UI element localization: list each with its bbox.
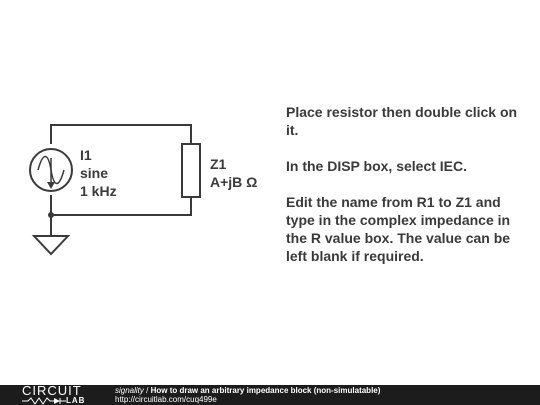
junction-dot: [48, 212, 54, 218]
instruction-paragraph: Place resistor then double click on it.: [286, 104, 518, 138]
circuit-title: How to draw an arbitrary impedance block…: [150, 386, 381, 395]
logo-text-top: CIRCUIT: [22, 383, 82, 398]
footer-bar: CIRCUIT LAB signality / How to draw an a…: [0, 383, 540, 405]
instructions-text: Place resistor then double click on it. …: [286, 103, 526, 283]
logo-text-bottom: LAB: [66, 396, 86, 405]
instruction-paragraph: Edit the name from R1 to Z1 and type in …: [286, 194, 511, 264]
circuit-url-link[interactable]: http://circuitlab.com/cuq499e: [115, 395, 217, 404]
author-link[interactable]: signality: [115, 386, 144, 395]
instruction-paragraph: In the DISP box, select IEC.: [286, 158, 468, 174]
current-source-symbol: [29, 148, 73, 192]
source-frequency-label: 1 kHz: [80, 183, 117, 199]
ground-symbol: [31, 235, 71, 256]
resistor-zigzag-icon: [22, 397, 66, 405]
impedance-block-symbol: [181, 143, 201, 198]
impedance-name-label: Z1: [210, 156, 227, 172]
bottom-wire: [50, 195, 192, 216]
top-wire: [50, 124, 192, 144]
footer-caption: signality / How to draw an arbitrary imp…: [115, 386, 380, 396]
circuit-schematic: [29, 124, 201, 256]
current-arrow-head: [47, 182, 55, 189]
caption-separator: /: [143, 386, 151, 395]
source-type-label: sine: [80, 165, 109, 181]
source-name-label: I1: [80, 147, 92, 163]
circuitlab-logo[interactable]: CIRCUIT LAB: [22, 383, 112, 405]
impedance-value-label: A+jB Ω: [210, 174, 258, 190]
